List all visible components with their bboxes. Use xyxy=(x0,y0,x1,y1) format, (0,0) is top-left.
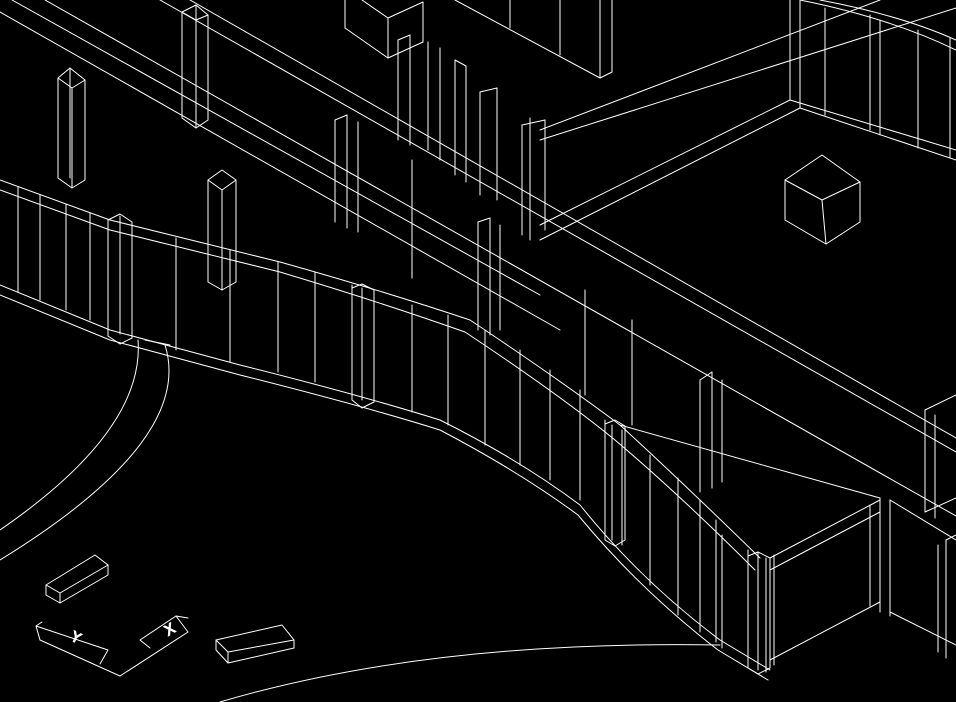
ucs-y-axis-label: Y xyxy=(67,629,83,648)
ground-curves xyxy=(0,339,721,702)
curved-wall xyxy=(0,179,775,681)
hexagonal-block xyxy=(784,154,861,245)
small-block-left xyxy=(45,554,109,604)
upper-platform xyxy=(539,0,956,241)
post-left xyxy=(57,67,86,189)
small-block-right xyxy=(215,624,295,664)
post-upper xyxy=(181,4,209,129)
top-box-structure xyxy=(344,0,613,241)
ucs-icon: Y X xyxy=(35,615,189,677)
lower-right-platform xyxy=(334,114,956,661)
ucs-x-axis-label: X xyxy=(162,621,179,640)
post-middle xyxy=(207,169,237,291)
main-beam xyxy=(0,0,956,517)
